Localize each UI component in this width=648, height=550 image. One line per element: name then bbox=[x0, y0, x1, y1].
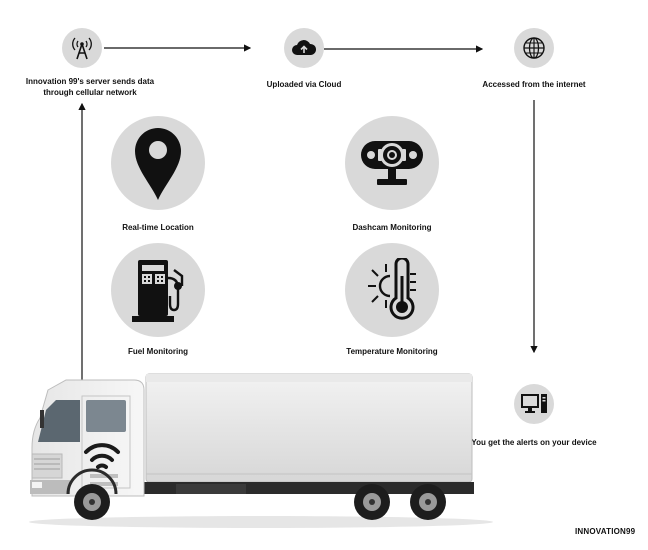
cloud-label: Uploaded via Cloud bbox=[266, 80, 342, 89]
internet-node bbox=[514, 28, 554, 68]
truck-icon bbox=[29, 373, 493, 528]
temperature-label: Temperature Monitoring bbox=[346, 347, 438, 356]
desktop-computer-icon bbox=[521, 394, 547, 413]
cell-tower-icon bbox=[72, 37, 92, 60]
dashcam-icon bbox=[361, 141, 423, 185]
server-label: Innovation 99's server sends data throug… bbox=[25, 77, 155, 97]
fuel-label: Fuel Monitoring bbox=[128, 347, 188, 356]
dashcam-feature bbox=[345, 116, 439, 210]
wheels bbox=[74, 484, 446, 520]
internet-label: Accessed from the internet bbox=[482, 80, 586, 89]
cell-tower-node bbox=[62, 28, 102, 68]
temperature-feature bbox=[345, 243, 439, 337]
fuel-pump-icon bbox=[132, 260, 184, 322]
fuel-feature bbox=[111, 243, 205, 337]
location-feature bbox=[111, 116, 205, 210]
cloud-node bbox=[284, 28, 324, 68]
cloud-upload-icon bbox=[292, 40, 317, 55]
device-label: You get the alerts on your device bbox=[471, 438, 597, 447]
brand-name: INNOVATION99 bbox=[575, 527, 636, 536]
device-node bbox=[514, 384, 554, 424]
location-label: Real-time Location bbox=[122, 223, 194, 232]
globe-icon bbox=[523, 37, 545, 59]
dashcam-label: Dashcam Monitoring bbox=[352, 223, 432, 232]
wifi-icon bbox=[84, 443, 120, 469]
cargo-box bbox=[145, 373, 473, 483]
thermometer-icon bbox=[368, 258, 416, 320]
map-pin-icon bbox=[135, 128, 181, 200]
